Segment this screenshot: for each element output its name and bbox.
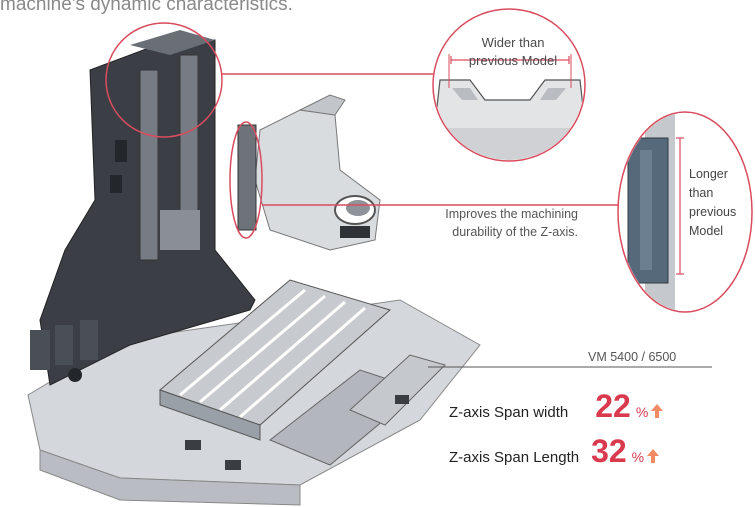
spec-label: Z-axis Span Length: [449, 449, 580, 466]
column-top-highlight: [105, 22, 223, 138]
spec-label: Z-axis Span width: [449, 404, 569, 421]
longer-callout-label: Longer than previous Model: [689, 167, 737, 238]
spec-row-span-length: Z-axis Span Length 32 %: [449, 433, 660, 470]
intro-text: machine's dynamic characteristics.: [0, 0, 293, 15]
spec-value: 22: [595, 388, 631, 424]
spec-value: 32: [591, 433, 627, 469]
spec-row-span-width: Z-axis Span width 22 %: [449, 388, 664, 425]
model-label: VM 5400 / 6500: [588, 350, 677, 364]
rail-highlight: [229, 121, 263, 239]
up-arrow-icon: [647, 449, 660, 463]
wider-callout-label: Wider than previous Model: [468, 35, 558, 68]
spec-unit: %: [635, 404, 649, 420]
spec-unit: %: [631, 449, 645, 465]
improves-callout-label: Improves the machining durability of the…: [445, 207, 578, 239]
up-arrow-icon: [651, 404, 664, 418]
